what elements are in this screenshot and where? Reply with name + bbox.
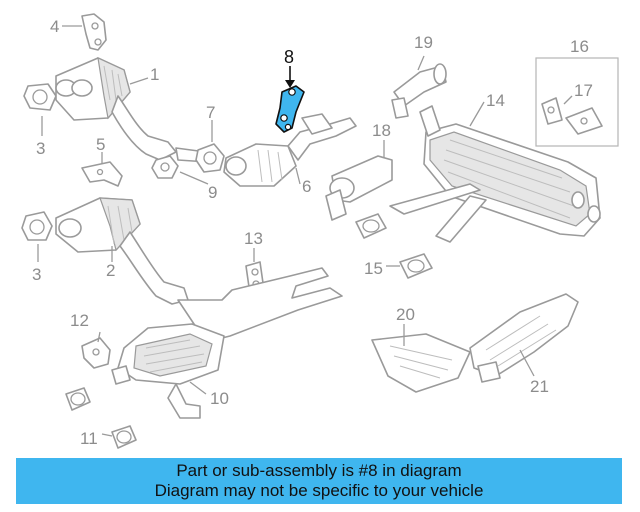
callout-18: 18 <box>372 121 391 140</box>
callout-15: 15 <box>364 259 383 278</box>
part-11-clamps <box>65 387 137 449</box>
banner-line-2: Diagram may not be specific to your vehi… <box>154 481 484 500</box>
callout-1: 1 <box>150 65 159 84</box>
callout-10: 10 <box>210 389 229 408</box>
part-16-17-kit <box>535 57 619 147</box>
part-3-gasket-lower <box>21 211 53 241</box>
part-7-gasket <box>195 143 225 173</box>
part-21-heat-shield <box>469 293 579 383</box>
callout-21: 21 <box>530 377 549 396</box>
callout-17: 17 <box>574 81 593 100</box>
part-14-rear-muffler <box>389 105 601 243</box>
callout-9: 9 <box>208 183 217 202</box>
part-20-heat-shield <box>371 333 471 393</box>
part-6-catalytic-converter <box>223 113 357 187</box>
banner-line-1: Part or sub-assembly is #8 in diagram <box>176 461 462 480</box>
part-9-nut <box>151 155 179 179</box>
callout-leaders <box>37 25 573 437</box>
callout-20: 20 <box>396 305 415 324</box>
part-10-center-muffler <box>111 267 343 419</box>
part-15-clamps <box>355 213 433 279</box>
callout-5: 5 <box>96 135 105 154</box>
callout-8: 8 <box>284 47 294 67</box>
callout-2: 2 <box>106 261 115 280</box>
part-4-bracket <box>81 13 107 51</box>
part-18-muffler <box>325 155 393 221</box>
callout-4: 4 <box>50 17 59 36</box>
info-banner: Part or sub-assembly is #8 in diagram Di… <box>16 458 622 504</box>
part-5-bracket <box>81 161 123 187</box>
callout-14: 14 <box>486 91 505 110</box>
callout-3-upper: 3 <box>36 139 45 158</box>
callout-7: 7 <box>206 103 215 122</box>
exhaust-system-diagram: 4 1 3 5 7 8 9 6 2 3 13 12 10 11 18 19 14… <box>21 13 619 449</box>
part-8-bracket-highlighted <box>275 85 305 133</box>
callout-11: 11 <box>80 429 98 448</box>
callout-13: 13 <box>244 229 263 248</box>
callout-12: 12 <box>70 311 89 330</box>
arrow-down-icon <box>285 80 295 88</box>
part-12-bracket <box>81 337 111 369</box>
callout-6: 6 <box>302 177 311 196</box>
callout-3-lower: 3 <box>32 265 41 284</box>
part-2-catalytic-converter <box>55 197 189 305</box>
part-1-catalytic-converter <box>55 56 209 163</box>
part-3-gasket-upper <box>23 83 57 111</box>
callout-19: 19 <box>414 33 433 52</box>
part-19-tailpipe <box>391 63 447 119</box>
callout-numbers: 4 1 3 5 7 8 9 6 2 3 13 12 10 11 18 19 14… <box>32 17 593 448</box>
callout-16: 16 <box>570 37 589 56</box>
